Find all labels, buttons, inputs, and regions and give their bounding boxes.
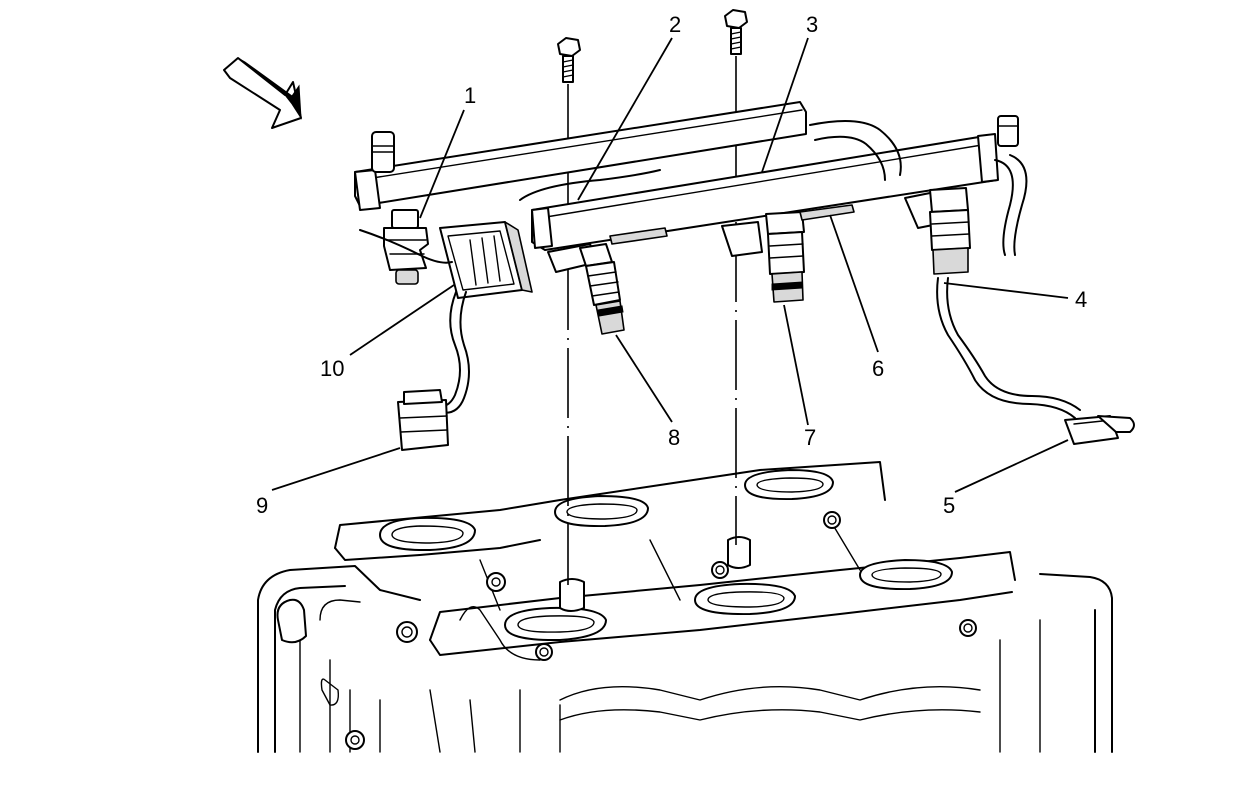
callout-1: 1 (464, 83, 476, 108)
rail-bolt-right (724, 9, 748, 55)
fuel-rail-rear (354, 101, 807, 211)
callout-3: 3 (806, 12, 818, 37)
intake-port-rear-1 (379, 516, 476, 552)
harness-connector-9 (397, 389, 449, 451)
intake-port-rear-2 (554, 495, 649, 528)
callout-labels: 1 2 3 4 5 6 7 8 9 10 (256, 12, 1087, 518)
injector-harness-left (359, 229, 470, 451)
direction-arrow-icon (223, 57, 302, 129)
callout-4: 4 (1075, 287, 1087, 312)
leader-lines (271, 37, 1069, 493)
intake-port-rear-3 (744, 469, 834, 501)
fuel-injector-front-8 (547, 243, 625, 335)
fuel-injector-front-4 (904, 187, 971, 275)
fuel-rail-front (531, 115, 1019, 251)
callout-7: 7 (804, 425, 816, 450)
intake-manifold (257, 461, 1113, 753)
intake-port-front-2 (694, 582, 796, 616)
callout-9: 9 (256, 493, 268, 518)
fuel-injector-front-7 (721, 211, 805, 303)
fuel-injector-rear-1 (383, 209, 429, 285)
harness-connector-5 (1064, 415, 1135, 445)
fuel-injector-harness-connector (439, 221, 533, 299)
injector-bracket (609, 204, 855, 245)
crossover-fuel-line (519, 120, 1028, 256)
injector-harness-right (936, 277, 1135, 445)
callout-8: 8 (668, 425, 680, 450)
rail-bolt-left (557, 37, 581, 83)
intake-port-front-3 (859, 559, 953, 591)
callout-6: 6 (872, 356, 884, 381)
callout-10: 10 (320, 356, 344, 381)
intake-port-front-1 (504, 606, 607, 642)
callout-2: 2 (669, 12, 681, 37)
callout-5: 5 (943, 493, 955, 518)
